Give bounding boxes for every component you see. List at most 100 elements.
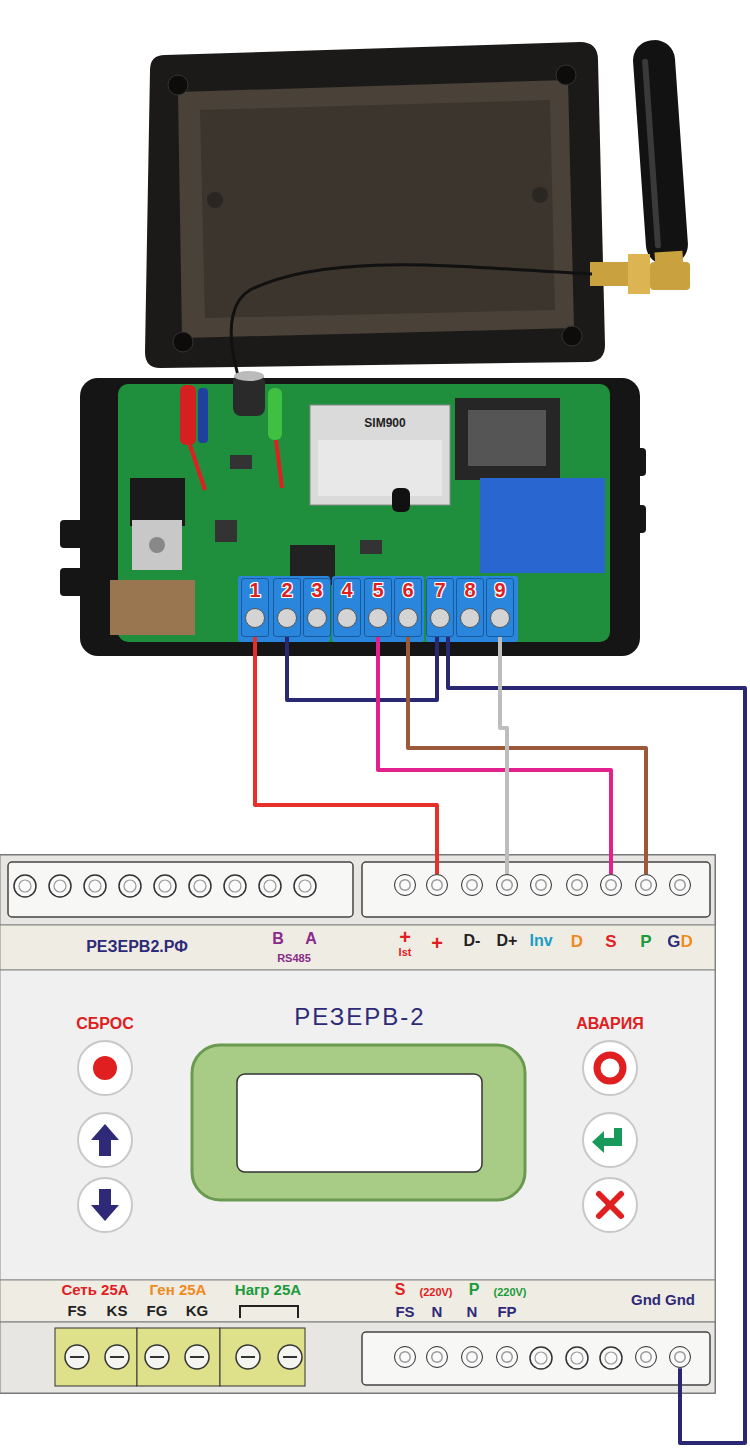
terminal-number: 2: [273, 578, 301, 637]
terminal: Gnd: [628, 1291, 664, 1368]
device-body-part: [0, 970, 715, 1280]
input-label: Сеть 25А: [61, 1281, 128, 1298]
power-terminals-part-part: [278, 1345, 302, 1369]
terminal-strip-part-part: [189, 875, 211, 897]
gsm-board-part: [132, 520, 182, 570]
terminal: N: [458, 1303, 486, 1368]
buttons-part: [78, 1041, 637, 1232]
load-bracket: [240, 1306, 298, 1318]
terminal-number: 1: [241, 578, 269, 637]
terminal-screw: [277, 608, 297, 628]
terminal-label: Gnd: [665, 1291, 695, 1308]
terminal-label: S: [605, 932, 616, 952]
terminal-strip-part-part: [54, 880, 66, 892]
terminal-hole: [669, 874, 691, 896]
buttons-part: [592, 1128, 622, 1153]
gsm-board-part: [480, 478, 605, 573]
buttons-part-part: [583, 1178, 637, 1232]
terminal-hole: [496, 874, 518, 896]
sma-connector-part: [628, 254, 650, 294]
terminal-strip-part: [362, 1332, 710, 1385]
callout-number: 8: [464, 579, 475, 602]
terminal-label: Gnd: [631, 1291, 661, 1308]
terminal-strip-part-part: [530, 1347, 552, 1369]
terminal-label: D+: [497, 932, 518, 950]
terminal: Gnd: [662, 1291, 698, 1368]
terminal-strip-part-part: [124, 880, 136, 892]
terminal-strip-part-part: [600, 1347, 622, 1369]
terminal-screw: [490, 608, 510, 628]
terminal-hole: [426, 874, 448, 896]
callout-number: 3: [311, 579, 322, 602]
gsm-board-part: [360, 540, 382, 554]
buttons-part: [597, 1055, 623, 1081]
gsm-board-part: [468, 410, 546, 466]
callout-number: 7: [434, 579, 445, 602]
terminal-strip-part-part: [535, 1352, 547, 1364]
power-terminals-part-part: [105, 1345, 129, 1369]
power-terminals-part: [137, 1328, 220, 1386]
terminal-strip-part-part: [299, 880, 311, 892]
terminal-block: [238, 576, 518, 642]
gsm-board-part: [268, 388, 282, 440]
terminal: GD: [664, 874, 696, 952]
buttons-part-part: [583, 1113, 637, 1167]
terminal-hole: [461, 1346, 483, 1368]
gsm-board: [110, 371, 610, 642]
brand-label: РЕЗЕРВ2.РФ: [86, 938, 188, 956]
buttons-part: [93, 1056, 117, 1080]
terminal-label: +: [431, 932, 443, 955]
button-label: АВАРИЯ: [576, 1015, 644, 1033]
pin-name: FG: [147, 1302, 168, 1319]
chip-marking: SIM900: [364, 417, 405, 431]
terminal: S: [597, 874, 625, 952]
signal-name: S: [395, 1281, 406, 1299]
terminal-strip-part-part: [259, 875, 281, 897]
terminal-strip-part-part: [119, 875, 141, 897]
terminal: N: [423, 1303, 451, 1368]
callout-number: 2: [281, 579, 292, 602]
enclosure-lid-part: [145, 42, 605, 368]
terminal-screw: [307, 608, 327, 628]
power-terminals-part: [65, 1345, 302, 1369]
display-part: [192, 1045, 525, 1200]
terminal: Inv: [526, 874, 556, 950]
device-body-part: [0, 925, 715, 970]
buttons-part: [599, 1194, 621, 1216]
terminal-strip-part: [14, 875, 622, 1369]
sma-connector-part: [650, 262, 690, 290]
terminal-strip-part-part: [49, 875, 71, 897]
terminal-hole: [461, 874, 483, 896]
terminal-hole: [426, 1346, 448, 1368]
buttons-part: [91, 1124, 119, 1156]
enclosure-lid-part: [200, 100, 555, 318]
terminal-label: P: [640, 932, 651, 952]
antenna-part: [642, 59, 661, 249]
gsm-board-part: [110, 580, 195, 635]
terminal-hole: [635, 874, 657, 896]
terminal-strip-part-part: [224, 875, 246, 897]
power-terminals-part: [55, 1328, 137, 1386]
terminal-label: D-: [464, 932, 481, 950]
voltage-note: (220V): [493, 1286, 526, 1299]
terminal-block-part: [426, 576, 518, 642]
terminal-label: D: [571, 932, 583, 952]
terminal-hole: [600, 874, 622, 896]
antenna: [632, 39, 690, 275]
buttons: [78, 1041, 637, 1232]
terminal-number: 4: [333, 578, 361, 637]
gsm-board-part: [190, 445, 205, 490]
gsm-board-part: [234, 371, 264, 381]
pin-name: KG: [186, 1302, 209, 1319]
device-body-part: [0, 855, 715, 1393]
connection-wire: [500, 637, 507, 874]
callout-number: 9: [494, 579, 505, 602]
terminal-number: 9: [486, 578, 514, 637]
gsm-board-part: [455, 398, 560, 480]
button-label: СБРОС: [76, 1015, 134, 1033]
terminal-strip-part-part: [605, 1352, 617, 1364]
enclosure-lid-part: [556, 65, 576, 85]
terminal-number: 7: [426, 578, 454, 637]
enclosure-lid: [145, 42, 605, 368]
buttons-part: [599, 1194, 621, 1216]
